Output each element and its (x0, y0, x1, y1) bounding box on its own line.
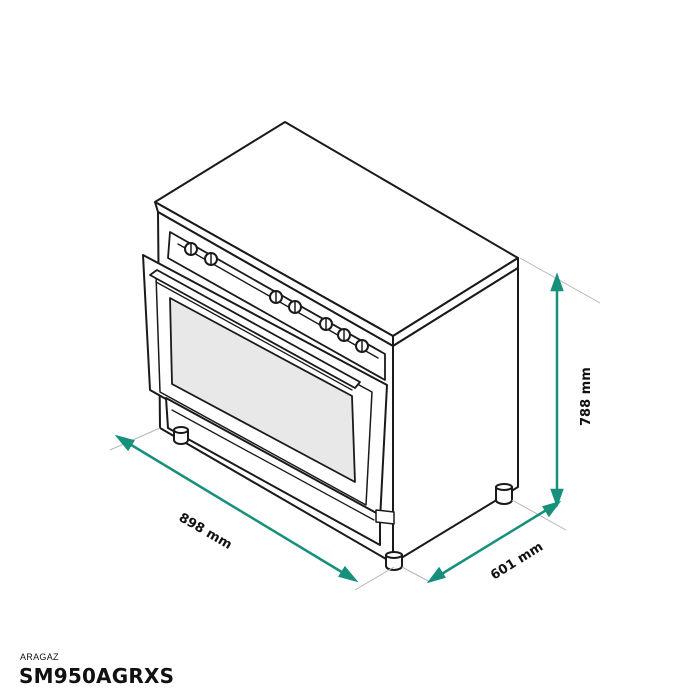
dimension-height (550, 272, 564, 508)
product-category: ARAGAZ (20, 652, 59, 662)
width-label: 898 mm (176, 510, 234, 552)
drawer-line (171, 409, 375, 521)
knob-7 (355, 339, 369, 353)
height-ext-top (519, 257, 601, 304)
product-model: SM950AGRXS (19, 664, 175, 688)
height-arrow-top (550, 272, 564, 292)
foot-back-right-top (495, 483, 513, 491)
depth-arrow-right (542, 500, 562, 518)
knob-3 (269, 290, 283, 304)
foot-front-left-top (173, 426, 189, 434)
width-arrow-right (338, 565, 359, 583)
oven-door-handle (149, 269, 361, 389)
dimension-depth (426, 500, 562, 584)
height-label: 788 mm (579, 367, 594, 426)
stove-illustration (142, 121, 519, 571)
knob-2 (204, 252, 218, 266)
depth-ext-left (401, 566, 431, 583)
depth-label: 601 mm (488, 540, 546, 584)
oven-door-handle-shadow (155, 281, 353, 391)
width-ext-right (354, 566, 395, 591)
foot-back-right (495, 486, 513, 505)
knob-5 (319, 317, 333, 331)
width-ext-left (109, 427, 161, 451)
width-arrow-left (114, 434, 135, 452)
drawer-handle (375, 509, 395, 525)
knob-4 (288, 300, 302, 314)
knob-6 (337, 328, 351, 342)
foot-front-right-top (385, 551, 403, 559)
height-arrow-bottom (550, 488, 564, 508)
knob-1 (184, 242, 198, 256)
dimension-width (114, 434, 359, 583)
width-dimension-line (127, 441, 346, 576)
oven-window (169, 297, 356, 483)
depth-dimension-line (439, 507, 549, 577)
storage-drawer (165, 397, 381, 546)
depth-arrow-left (426, 566, 446, 584)
